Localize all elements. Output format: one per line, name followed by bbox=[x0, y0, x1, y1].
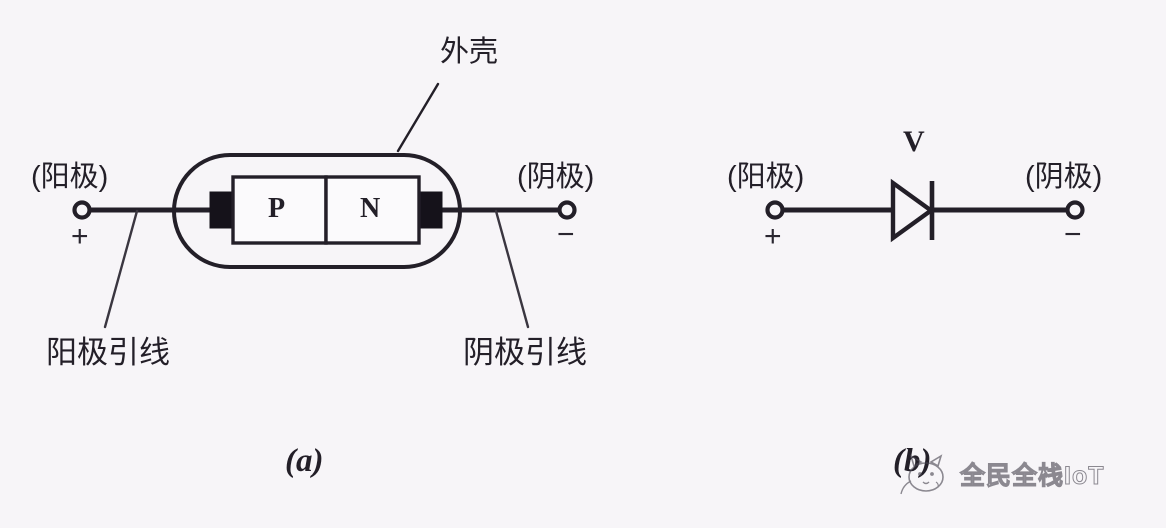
p-region-label: P bbox=[268, 193, 286, 224]
shell-label: 外壳 bbox=[440, 36, 499, 68]
cathode-lead-label: 阴极引线 bbox=[463, 335, 587, 370]
anode-terminal-node bbox=[72, 200, 92, 220]
anode-lead-leader-line bbox=[103, 209, 139, 329]
panel-a-anode-sign: + bbox=[71, 220, 89, 253]
diode-designator-label: V bbox=[903, 125, 925, 158]
panel-b-anode-terminal-label: (阳极) bbox=[727, 161, 805, 193]
panel-b-caption: (b) bbox=[893, 443, 932, 479]
panel-a-caption: (a) bbox=[285, 443, 324, 479]
panel-a-cathode-terminal-label: (阴极) bbox=[517, 161, 595, 193]
panel-a-anode-terminal-label: (阳极) bbox=[31, 161, 109, 193]
cathode-lead-leader-line bbox=[494, 209, 530, 329]
symbol-cathode-terminal-node bbox=[1065, 200, 1085, 220]
panel-b-cathode-terminal-label: (阴极) bbox=[1025, 161, 1103, 193]
symbol-anode-terminal-node bbox=[765, 200, 785, 220]
anode-lead-label: 阳极引线 bbox=[46, 335, 170, 370]
shell-leader-line bbox=[396, 82, 440, 153]
cathode-terminal-node bbox=[557, 200, 577, 220]
p-side-contact-tab bbox=[209, 191, 235, 229]
device-casing-outline bbox=[172, 153, 462, 269]
panel-a-cathode-sign: − bbox=[557, 218, 575, 251]
n-region-box bbox=[324, 175, 421, 245]
n-region-label: N bbox=[360, 193, 381, 224]
panel-b-anode-sign: + bbox=[764, 220, 782, 253]
p-region-box bbox=[231, 175, 328, 245]
panel-b-artwork bbox=[765, 178, 1085, 243]
panel-a-artwork bbox=[72, 82, 577, 329]
diode-triangle bbox=[890, 178, 935, 243]
n-side-contact-tab bbox=[417, 191, 443, 229]
panel-b-cathode-sign: − bbox=[1064, 218, 1082, 251]
